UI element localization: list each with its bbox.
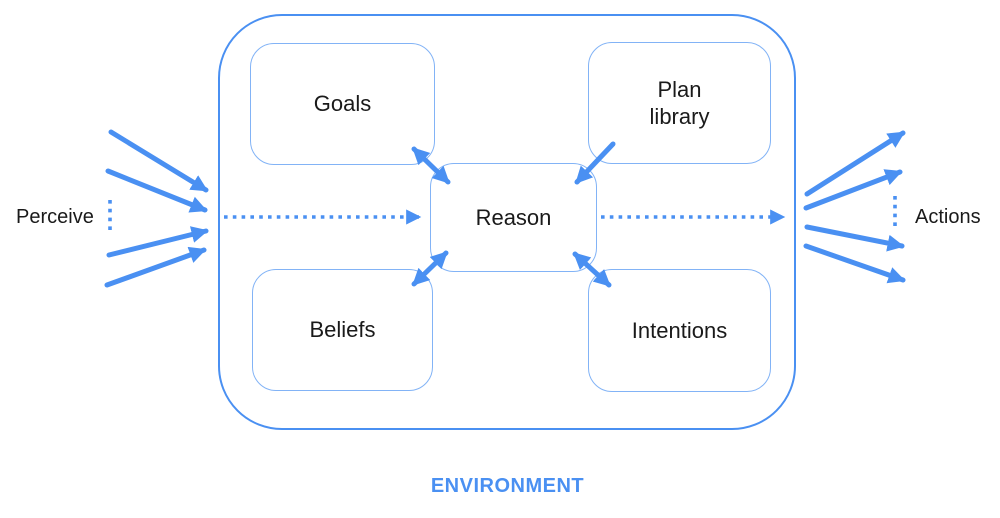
node-plan-library: Plan library — [588, 42, 771, 164]
environment-label: ENVIRONMENT — [430, 475, 585, 497]
agent-boundary-frame — [218, 14, 796, 430]
node-reason-label: Reason — [475, 204, 552, 230]
node-intentions: Intentions — [588, 269, 771, 392]
node-beliefs: Beliefs — [252, 269, 433, 391]
action-arrow-1 — [804, 130, 906, 197]
perceive-arrow-4 — [104, 246, 207, 288]
action-arrow-2 — [803, 169, 903, 211]
perceive-arrow-1 — [108, 129, 209, 193]
node-goals-label: Goals — [313, 91, 372, 117]
perceive-arrow-3 — [106, 226, 209, 258]
action-arrow-3 — [804, 224, 905, 252]
node-plan-library-label: Plan library — [649, 76, 710, 129]
perceive-arrow-2 — [105, 168, 208, 213]
perceive-label: Perceive — [16, 206, 94, 228]
action-arrow-4 — [803, 243, 906, 284]
actions-label: Actions — [915, 206, 981, 228]
node-intentions-label: Intentions — [631, 317, 728, 343]
node-reason: Reason — [430, 163, 597, 272]
node-goals: Goals — [250, 43, 435, 165]
node-beliefs-label: Beliefs — [309, 317, 376, 343]
